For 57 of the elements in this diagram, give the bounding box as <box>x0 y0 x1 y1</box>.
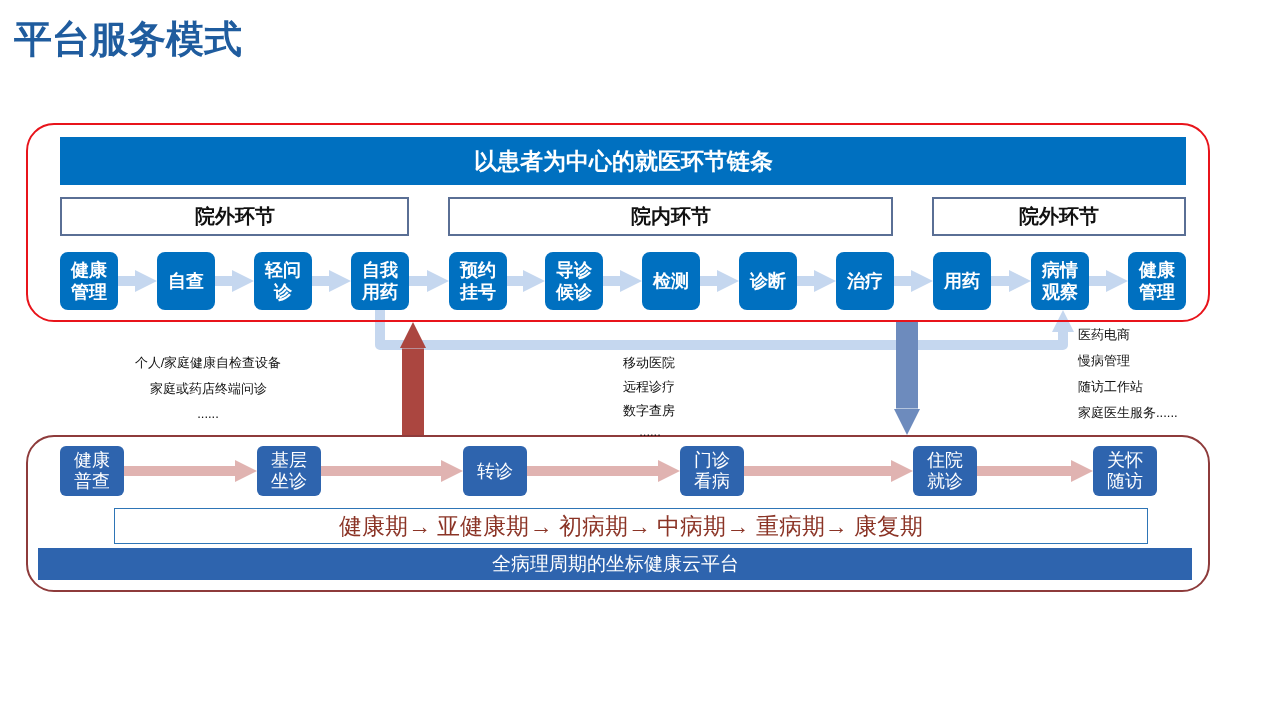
step-box: 用药 <box>933 252 991 310</box>
step-box: 检测 <box>642 252 700 310</box>
arrow <box>118 270 157 292</box>
section-box: 院外环节 <box>60 197 409 236</box>
arrow <box>700 270 739 292</box>
note-text: 数字查房 <box>623 402 675 420</box>
step-box: 自我用药 <box>351 252 409 310</box>
arrow <box>321 460 463 482</box>
arrow <box>977 460 1093 482</box>
header-band: 以患者为中心的就医环节链条 <box>60 137 1186 185</box>
arrow <box>375 310 1074 350</box>
note-text: ...... <box>639 424 661 439</box>
step-box: 病情观察 <box>1031 252 1089 310</box>
arrow <box>124 460 257 482</box>
stage-box: 健康期→ 亚健康期→ 初病期→ 中病期→ 重病期→ 康复期 <box>114 508 1148 544</box>
page-title: 平台服务模式 <box>14 17 242 62</box>
note-text: ...... <box>197 406 219 421</box>
step-box: 导诊候诊 <box>545 252 603 310</box>
step-box: 健康管理 <box>60 252 118 310</box>
panel-frame <box>26 123 1210 322</box>
panel-frame <box>26 435 1210 592</box>
arrow <box>894 270 933 292</box>
arrow <box>312 270 351 292</box>
section-box: 院外环节 <box>932 197 1186 236</box>
service-box: 转诊 <box>463 446 527 496</box>
step-box: 诊断 <box>739 252 797 310</box>
service-box: 基层坐诊 <box>257 446 321 496</box>
step-box: 轻问诊 <box>254 252 312 310</box>
step-box: 自查 <box>157 252 215 310</box>
service-box: 关怀随访 <box>1093 446 1157 496</box>
note-text: 家庭或药店终端问诊 <box>149 380 267 398</box>
step-box: 治疗 <box>836 252 894 310</box>
arrow <box>797 270 836 292</box>
arrow <box>409 270 449 292</box>
arrow <box>603 270 642 292</box>
arrow <box>1089 270 1128 292</box>
platform-band: 全病理周期的坐标健康云平台 <box>38 548 1192 580</box>
note-text: 远程诊疗 <box>623 378 675 396</box>
note-text: 移动医院 <box>623 354 675 372</box>
step-box: 健康管理 <box>1128 252 1186 310</box>
arrow <box>991 270 1031 292</box>
step-box: 预约挂号 <box>449 252 507 310</box>
arrow <box>527 460 680 482</box>
note-text: 随访工作站 <box>1078 378 1143 396</box>
section-box: 院内环节 <box>448 197 893 236</box>
arrow <box>893 322 921 435</box>
note-text: 慢病管理 <box>1078 352 1130 370</box>
note-text: 个人/家庭健康自检查设备 <box>134 354 282 372</box>
arrow <box>507 270 545 292</box>
note-text: 医药电商 <box>1078 326 1130 344</box>
service-box: 住院就诊 <box>913 446 977 496</box>
service-box: 健康普查 <box>60 446 124 496</box>
note-text: 家庭医生服务...... <box>1078 404 1178 422</box>
arrow <box>215 270 254 292</box>
service-box: 门诊看病 <box>680 446 744 496</box>
arrow <box>744 460 913 482</box>
arrow <box>399 322 427 435</box>
